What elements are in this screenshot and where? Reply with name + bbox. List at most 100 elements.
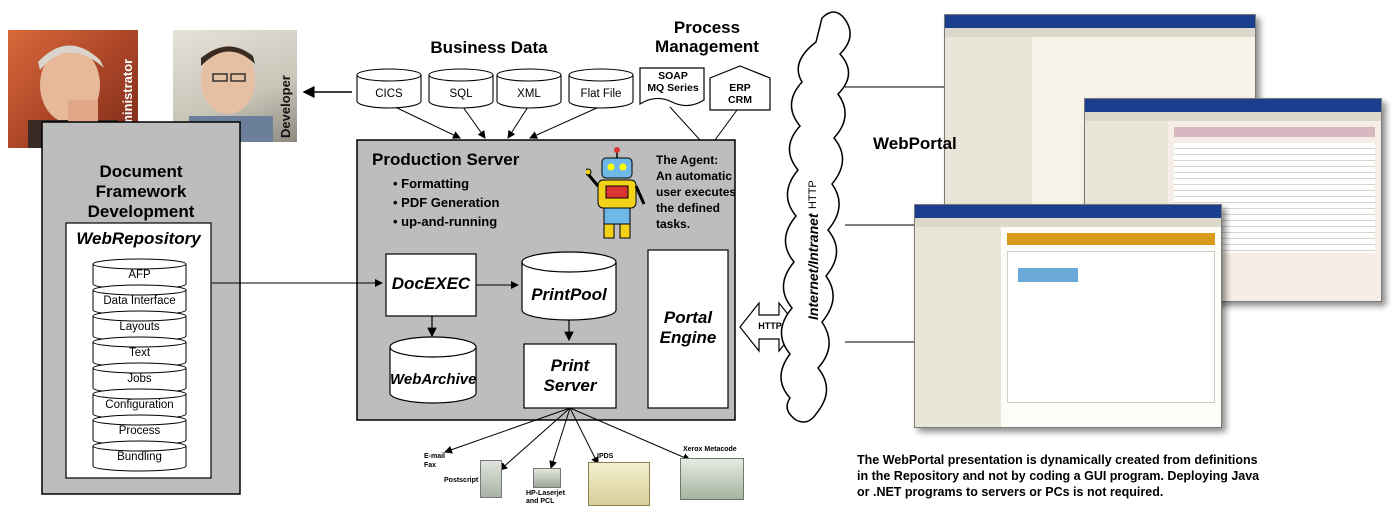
business-source-cylinder: CICS: [356, 68, 422, 110]
repository-item: Process: [92, 414, 187, 446]
framework-title-line-1: Document: [99, 162, 183, 181]
soap-line-1: SOAP: [658, 70, 688, 82]
repository-item-label: Layouts: [119, 321, 160, 333]
developer-figure: [189, 46, 273, 142]
email-line-1: E-mail: [424, 453, 446, 460]
soap-label: SOAP MQ Series: [640, 70, 706, 94]
output-xerox-label: Xerox Metacode: [683, 446, 737, 453]
repository-item-label: Text: [128, 347, 151, 359]
agent-line-3: the defined: [656, 201, 721, 215]
arrow-flatfile: [529, 106, 600, 139]
framework-title-line-3: Development: [87, 202, 195, 221]
email-line-2: Fax: [424, 462, 437, 469]
portal-engine-label: Portal Engine: [648, 308, 728, 348]
business-data-title: Business Data: [430, 38, 548, 57]
erp-line-2: CRM: [728, 94, 752, 106]
framework-title: Document Framework Development: [42, 162, 240, 222]
agent-line-1: An automatic: [656, 169, 733, 183]
repository-item-label: AFP: [128, 269, 151, 281]
http-label: HTTP: [758, 321, 782, 331]
soap-line-2: MQ Series: [647, 82, 699, 94]
portal-engine-line-1: Portal: [663, 308, 713, 327]
repository-item-label: Data Interface: [103, 295, 176, 307]
webarchive-cylinder: [389, 336, 477, 404]
process-management-shapes: [639, 65, 771, 111]
portal-engine-box: [647, 249, 729, 409]
repository-item: Text: [92, 336, 187, 368]
framework-title-line-2: Framework: [95, 182, 187, 201]
robot-icon: [586, 147, 646, 239]
hp-line-2: and PCL: [526, 498, 555, 505]
business-source-label: CICS: [375, 88, 403, 100]
output-email-label: E-mail Fax: [424, 452, 445, 470]
repository-item-label: Process: [118, 425, 161, 437]
caption-line-2: in the Repository and not by coding a GU…: [857, 469, 1260, 483]
business-source-cylinder: Flat File: [568, 68, 634, 110]
printpool-label: PrintPool: [531, 285, 607, 304]
hp-line-1: HP-Laserjet: [526, 490, 565, 497]
arrow-to-hp: [549, 407, 571, 469]
arrow-to-email: [444, 407, 571, 454]
webportal-label: WebPortal: [873, 134, 957, 153]
arrow-to-postscript: [499, 407, 571, 471]
bullet-running: • up-and-running: [393, 214, 498, 229]
process-management-line-1: Process: [673, 18, 741, 37]
repository-item-label: Configuration: [105, 399, 174, 411]
cloud-sub-label: HTTP: [807, 180, 819, 209]
erp-line-1: ERP: [729, 82, 751, 94]
business-source-cylinder: XML: [496, 68, 562, 110]
caption-line-1: The WebPortal presentation is dynamicall…: [857, 453, 1258, 467]
bullet-pdf: • PDF Generation: [393, 195, 500, 210]
repository-item: AFP: [92, 258, 187, 290]
hp-printer-icon: [533, 468, 561, 488]
repository-item: Configuration: [92, 388, 187, 420]
process-management-title: Process Management: [632, 18, 782, 56]
erp-label: ERP CRM: [710, 82, 770, 106]
output-postscript-label: Postscript: [444, 477, 479, 484]
server-bullets: • Formatting • PDF Generation • up-and-r…: [393, 174, 499, 231]
business-data-sources: CICS SQL XML Flat File: [356, 68, 634, 110]
output-hp-label: HP-Laserjet and PCL: [526, 490, 565, 506]
arrow-to-ipds: [569, 407, 599, 465]
business-source-cylinder: SQL: [428, 68, 494, 110]
caption-line-3: or .NET programs to servers or PCs is no…: [857, 485, 1164, 499]
business-source-label: XML: [517, 88, 541, 100]
agent-line-2: user executes: [656, 185, 737, 199]
webarchive-label: WebArchive: [390, 371, 477, 388]
process-management-line-2: Management: [655, 37, 759, 56]
repository-item-label: Jobs: [127, 373, 152, 385]
docexec-label: DocEXEC: [391, 274, 471, 293]
repository-item: Bundling: [92, 440, 187, 472]
portal-engine-line-2: Engine: [659, 328, 717, 347]
business-source-label: Flat File: [580, 88, 622, 100]
arrow-to-xerox: [569, 407, 691, 461]
postscript-printer-icon: [480, 460, 502, 498]
line-erp: [714, 109, 738, 141]
output-ipds-label: IPDS: [597, 453, 614, 460]
soap-doc-shape: [639, 67, 705, 107]
portal-screenshot-front: [914, 204, 1222, 428]
agent-line-4: tasks.: [656, 217, 691, 231]
docexec-box: [385, 253, 477, 317]
arrow-sql: [462, 106, 486, 139]
arrow-xml: [507, 106, 529, 139]
print-server-label: Print Server: [524, 356, 616, 396]
bullet-formatting: • Formatting: [393, 176, 470, 191]
internet-cloud: [780, 11, 851, 423]
agent-description: The Agent: An automatic user executes th…: [656, 152, 736, 232]
agent-title: The Agent:: [656, 153, 719, 167]
repository-item-label: Bundling: [117, 451, 162, 463]
repository-item: Jobs: [92, 362, 187, 394]
line-soap: [669, 106, 701, 141]
business-source-label: SQL: [449, 88, 473, 100]
ipds-printer-icon: [588, 462, 650, 506]
arrow-cics: [394, 106, 461, 139]
production-server-title: Production Server: [372, 150, 520, 169]
cloud-labels: Internet/Intranet HTTP: [804, 150, 840, 350]
print-server-line-2: Server: [543, 376, 597, 395]
repository-title: WebRepository: [76, 229, 201, 248]
xerox-printer-icon: [680, 458, 744, 500]
erp-shape: [709, 65, 771, 111]
repository-item: Layouts: [92, 310, 187, 342]
